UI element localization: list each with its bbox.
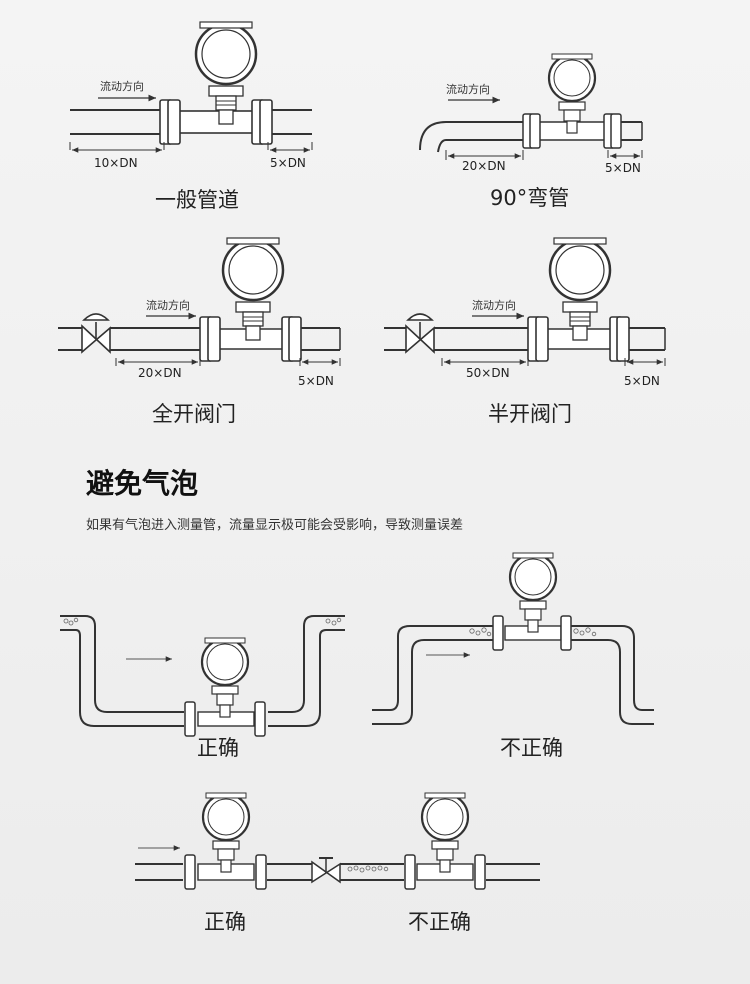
upstream-length-label: 20×DN bbox=[462, 159, 506, 173]
case-half-open-valve: 流动方向 50×DN 5×DN 半开阀门 bbox=[384, 236, 666, 426]
valve-icon bbox=[81, 313, 111, 354]
section-description: 如果有气泡进入测量管，流量显示极可能会受影响，导致测量误差 bbox=[86, 518, 464, 533]
downstream-length-label: 5×DN bbox=[605, 161, 641, 175]
downstream-length-label: 5×DN bbox=[270, 156, 306, 170]
bubble-case-label: 不正确 bbox=[500, 736, 563, 760]
case-caption: 半开阀门 bbox=[488, 402, 572, 426]
bubble-case-valve-line: 正确 不正确 bbox=[135, 791, 540, 934]
case-elbow-pipe: 流动方向 20×DN 5×DN 90°弯管 bbox=[419, 52, 643, 210]
flow-direction-label: 流动方向 bbox=[146, 298, 190, 312]
bubble-case-label: 正确 bbox=[204, 910, 246, 934]
case-caption: 一般管道 bbox=[155, 188, 239, 212]
bubble-case-label: 正确 bbox=[197, 736, 239, 760]
case-caption: 90°弯管 bbox=[490, 186, 569, 210]
flow-direction-label: 流动方向 bbox=[446, 82, 490, 96]
flow-direction-label: 流动方向 bbox=[472, 298, 516, 312]
flow-direction-label: 流动方向 bbox=[100, 79, 144, 93]
upstream-length-label: 20×DN bbox=[138, 366, 182, 380]
case-caption: 全开阀门 bbox=[152, 402, 236, 426]
valve-icon bbox=[311, 857, 341, 884]
bubble-case-label: 不正确 bbox=[408, 910, 471, 934]
section-title: 避免气泡 bbox=[86, 467, 199, 500]
case-full-open-valve: 流动方向 20×DN 5×DN 全开阀门 bbox=[58, 236, 341, 426]
bubble-case-low-point-correct: 正确 bbox=[60, 615, 345, 760]
case-straight-pipe: 流动方向 10×DN 5×DN 一般管道 bbox=[69, 20, 313, 212]
upstream-length-label: 50×DN bbox=[466, 366, 510, 380]
bubble-case-high-point-incorrect: 不正确 bbox=[372, 551, 654, 760]
downstream-length-label: 5×DN bbox=[298, 374, 334, 388]
upstream-length-label: 10×DN bbox=[94, 156, 138, 170]
valve-icon bbox=[405, 313, 435, 354]
downstream-length-label: 5×DN bbox=[624, 374, 660, 388]
